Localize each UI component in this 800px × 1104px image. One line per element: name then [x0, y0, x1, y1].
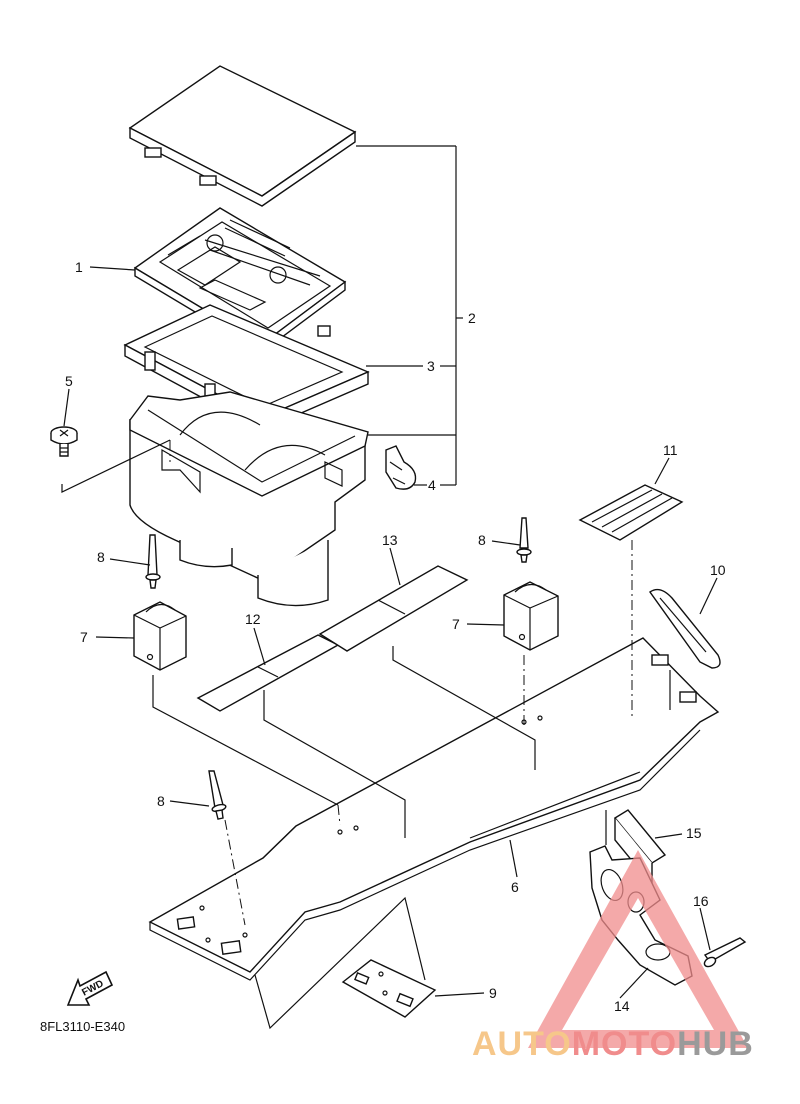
tray-plate-6	[148, 637, 720, 981]
fwd-arrow: FWD	[66, 970, 114, 1006]
bracket-7-left	[133, 601, 187, 671]
callout-12: 12	[245, 611, 261, 627]
callout-4: 4	[428, 477, 436, 493]
plate-9	[341, 959, 437, 1018]
callout-3: 3	[427, 358, 435, 374]
clip-4	[385, 445, 417, 490]
callout-7-left: 7	[80, 629, 88, 645]
callout-15: 15	[686, 825, 702, 841]
watermark-triangle-icon	[528, 850, 748, 1048]
rivet-8-lower	[208, 770, 227, 820]
callout-6: 6	[511, 879, 519, 895]
strip-12	[196, 634, 340, 712]
leader-lines	[63, 145, 718, 999]
callout-2: 2	[468, 310, 476, 326]
screw-5	[50, 426, 78, 457]
callout-11: 11	[663, 442, 678, 458]
callout-8-lower: 8	[157, 793, 165, 809]
watermark-text: AUTOMOTOHUB	[472, 1025, 754, 1063]
callout-10: 10	[710, 562, 726, 578]
band-10	[649, 588, 721, 669]
box-body	[129, 391, 369, 607]
pad-11	[578, 484, 684, 541]
box-frame	[123, 304, 370, 431]
callout-13: 13	[382, 532, 398, 548]
rivet-8-middle	[516, 517, 532, 563]
callout-7-right: 7	[452, 616, 460, 632]
bolt-16	[703, 937, 747, 968]
bracket-7-right	[503, 581, 559, 651]
callout-16: 16	[693, 893, 709, 909]
watermark-moto: MOTO	[572, 1025, 677, 1063]
callout-1: 1	[75, 259, 83, 275]
watermark: AUTOMOTOHUB	[472, 850, 754, 1063]
box-lid	[128, 65, 357, 207]
strip-13	[318, 565, 469, 652]
watermark-auto: AUTO	[472, 1025, 572, 1063]
callout-9: 9	[489, 985, 497, 1001]
callout-labels: 1 2 3 4 5 6 7 7 8 8 8 9 10 11 12 13 14 1…	[65, 259, 726, 1014]
callout-8-left: 8	[97, 549, 105, 565]
assembly-lines	[61, 439, 671, 1030]
callout-14: 14	[614, 998, 630, 1014]
callout-8-middle: 8	[478, 532, 486, 548]
diagram-code: 8FL3110-E340	[40, 1019, 125, 1034]
rivet-8-left	[145, 534, 161, 589]
watermark-hub: HUB	[677, 1025, 754, 1063]
callout-5: 5	[65, 373, 73, 389]
